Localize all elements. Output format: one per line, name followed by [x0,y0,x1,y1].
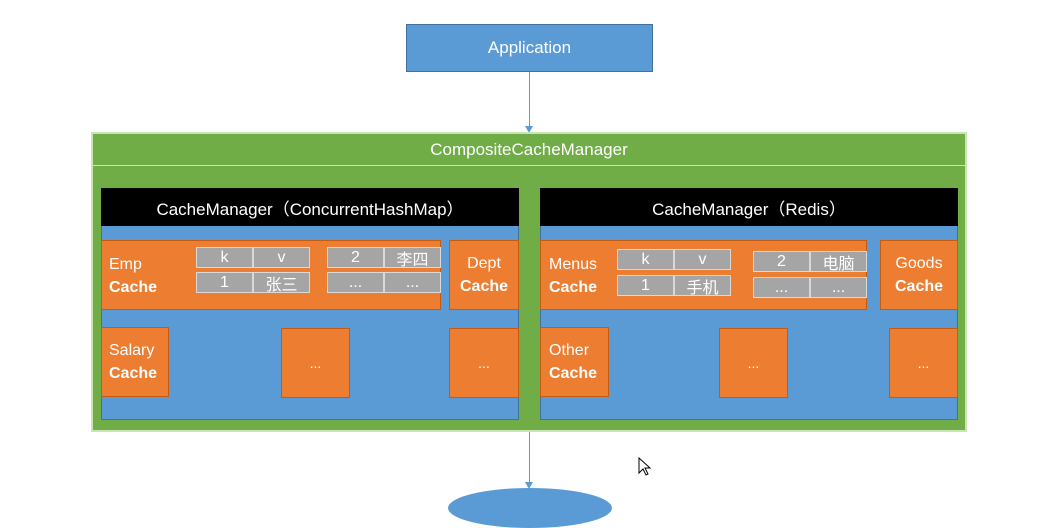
application-node: Application [406,24,653,72]
more-caches-placeholder: ... [281,328,350,398]
menus-cache-name: Menus [549,256,598,273]
salary-cache-label: Salary Cache [109,339,157,385]
composite-title-divider [93,165,965,166]
emp-cache-name: Emp [109,256,142,273]
arrow-head-top [525,126,533,133]
arrow-composite-to-storage [529,432,530,484]
other-cache [540,327,609,397]
manager-title-1-text: CacheManager（ConcurrentHashMap） [156,199,464,219]
emp-cache-suffix: Cache [109,279,158,296]
manager-title-2: CacheManager（Redis） [540,188,958,226]
kv-value-header: v [253,247,310,268]
goods-cache: Goods Cache [880,240,958,310]
salary-cache [101,327,169,397]
kv-value-cell: ... [810,277,867,298]
arrow-head-bottom [525,482,533,489]
kv-key-cell: ... [327,272,384,293]
kv-value-cell: 张三 [253,272,310,294]
storage-node [448,488,612,528]
more-caches-placeholder: ... [719,328,788,398]
kv-value-cell: 手机 [674,275,731,297]
kv-value-cell: ... [384,272,441,293]
kv-key-header: k [196,247,253,268]
composite-title-text: CompositeCacheManager [430,140,628,159]
dept-cache-suffix: Cache [459,278,509,295]
kv-key-cell: 1 [617,275,674,296]
menus-cache-label: Menus Cache [549,253,597,299]
emp-cache-label: Emp Cache [109,253,157,299]
dept-cache-name: Dept [467,255,501,272]
manager-title-2-text: CacheManager（Redis） [652,199,846,219]
kv-key-cell: 2 [327,247,384,268]
salary-cache-name: Salary [109,342,155,359]
application-label: Application [487,38,572,57]
kv-key-header: k [617,249,674,270]
mouse-cursor-icon [638,457,652,476]
menus-cache-suffix: Cache [549,279,598,296]
goods-cache-suffix: Cache [894,278,944,295]
composite-title: CompositeCacheManager [93,136,965,164]
other-cache-suffix: Cache [549,365,598,382]
kv-value-cell: 电脑 [810,251,867,273]
salary-cache-suffix: Cache [109,365,158,382]
kv-key-cell: ... [753,277,810,298]
kv-value-header: v [674,249,731,270]
kv-value-cell: 李四 [384,247,441,269]
other-cache-label: Other Cache [549,339,597,385]
goods-cache-name: Goods [895,255,943,272]
arrow-app-to-composite [529,72,530,128]
more-caches-placeholder: ... [449,328,519,398]
kv-key-cell: 1 [196,272,253,293]
more-caches-placeholder: ... [889,328,958,398]
manager-title-1: CacheManager（ConcurrentHashMap） [101,188,519,226]
other-cache-name: Other [549,342,590,359]
dept-cache: Dept Cache [449,240,519,310]
kv-key-cell: 2 [753,251,810,272]
